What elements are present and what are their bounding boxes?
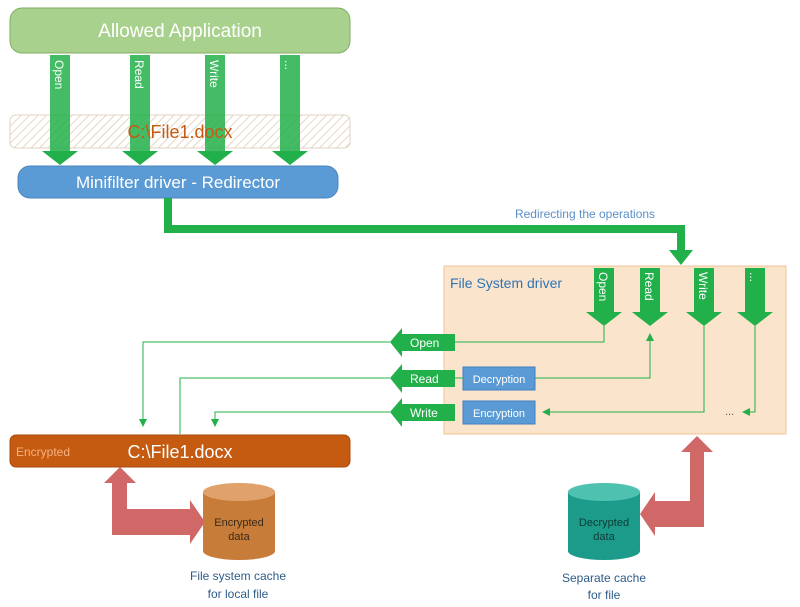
encrypted-file-bar	[9, 434, 351, 468]
app-op-arrow-open	[42, 55, 78, 165]
allowed-application-label: Allowed Application	[98, 21, 262, 42]
redirect-label: Redirecting the operations	[515, 207, 655, 221]
left-op-arrow-read	[390, 364, 455, 393]
app-op-more-label: ...	[282, 60, 296, 70]
app-op-open-label: Open	[52, 60, 66, 89]
encryption-box	[462, 400, 536, 425]
separate-cache-caption-1: Separate cache	[562, 571, 646, 585]
app-op-read-label: Read	[132, 60, 146, 89]
left-op-read-label: Read	[410, 372, 439, 386]
left-connectors	[139, 341, 390, 434]
left-op-open-label: Open	[410, 336, 439, 350]
file-system-driver-label: File System driver	[450, 275, 562, 291]
left-op-arrow-open	[390, 328, 455, 357]
decrypted-data-label-1: Decrypted	[579, 517, 629, 529]
decrypted-data-label-2: data	[593, 531, 615, 543]
app-op-arrow-write	[197, 55, 233, 165]
fs-op-write-label: Write	[696, 272, 710, 300]
fs-op-arrow-more	[737, 268, 773, 326]
fs-op-more-label: ...	[747, 272, 761, 282]
encrypted-tag: Encrypted	[16, 445, 70, 459]
app-op-write-label: Write	[207, 60, 221, 88]
minifilter-driver-box	[17, 165, 339, 199]
separate-cache-caption-2: for file	[588, 588, 621, 602]
decrypted-data-cylinder	[568, 483, 640, 560]
file-system-cache-caption-2: for local file	[208, 587, 269, 601]
fs-op-open-label: Open	[596, 272, 610, 301]
redirect-arrow	[164, 198, 693, 265]
encrypted-cache-arrow	[104, 467, 205, 544]
decryption-label: Decryption	[473, 374, 526, 386]
left-op-write-label: Write	[410, 406, 438, 420]
app-op-arrow-more	[272, 55, 308, 165]
source-file-label: C:\File1.docx	[127, 122, 232, 142]
source-file-bar	[9, 114, 351, 149]
fs-op-arrow-read	[632, 268, 668, 326]
encrypted-data-label-2: data	[228, 531, 250, 543]
file-system-cache-caption-1: File system cache	[190, 569, 286, 583]
encryption-label: Encryption	[473, 408, 525, 420]
decrypted-cache-arrow	[640, 436, 713, 536]
encrypted-data-cylinder	[203, 483, 275, 560]
encrypted-data-label-1: Encrypted	[214, 517, 264, 529]
fs-ellipsis: ...	[725, 406, 734, 418]
encrypted-file-label: C:\File1.docx	[127, 442, 232, 462]
fs-op-arrow-write	[686, 268, 722, 326]
fs-connectors	[455, 326, 756, 416]
app-op-arrow-read	[122, 55, 158, 165]
minifilter-driver-label: Minifilter driver - Redirector	[76, 173, 280, 192]
allowed-application-box	[9, 7, 351, 54]
left-op-arrow-write	[390, 398, 455, 427]
fs-op-arrow-open	[586, 268, 622, 326]
fs-op-read-label: Read	[642, 272, 656, 301]
